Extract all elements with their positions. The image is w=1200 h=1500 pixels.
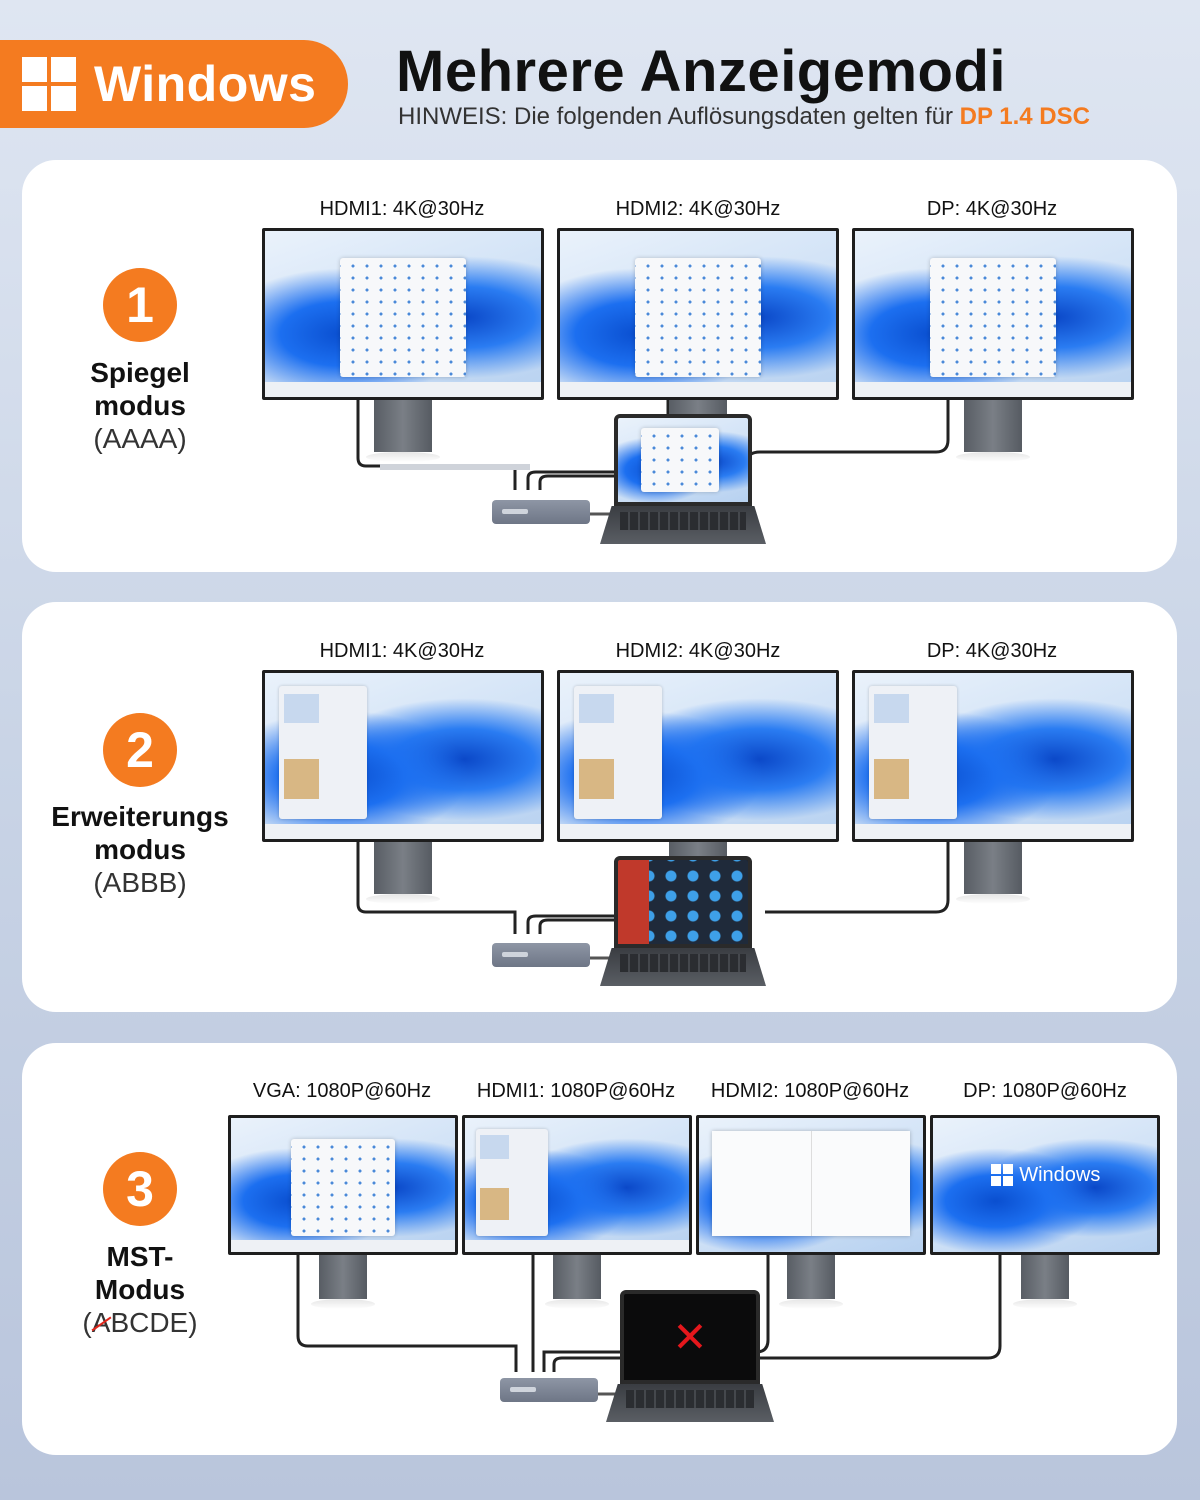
monitor-dp [852, 228, 1134, 462]
windows-logo-icon [991, 1164, 1014, 1187]
wallpaper-brand-text: Windows [1019, 1163, 1101, 1186]
mode-code: (ABBB) [93, 867, 187, 898]
mode-name-line2: modus [94, 834, 186, 865]
mirror-mode-label: Spiegel modus (AAAA) [20, 356, 260, 455]
monitor-hdmi2 [557, 670, 839, 900]
docking-hub [492, 500, 590, 524]
code-struck: A [91, 1307, 111, 1338]
mode-name-line2: modus [94, 390, 186, 421]
monitor-hdmi2 [696, 1115, 926, 1309]
mode-name-line1: Erweiterungs [51, 801, 229, 832]
port-label: DP: 4K@30Hz [926, 640, 1058, 662]
mode-name-line1: MST- [106, 1241, 174, 1272]
docking-hub [492, 943, 590, 967]
port-label: HDMI1: 4K@30Hz [319, 640, 485, 662]
monitor-hdmi1 [262, 228, 544, 462]
badge-text: Windows [94, 56, 317, 112]
monitor-hdmi1 [262, 670, 544, 904]
laptop-screen-off: ✕ [606, 1290, 774, 1422]
port-label: DP: 4K@30Hz [926, 198, 1058, 220]
section-number-3: 3 [103, 1152, 177, 1226]
docking-hub [500, 1378, 598, 1402]
section-number-1: 1 [103, 268, 177, 342]
mode-code: (ABCDE) [20, 1306, 260, 1339]
mode-name-line1: Spiegel [90, 357, 190, 388]
port-label: HDMI2: 1080P@60Hz [710, 1080, 910, 1102]
windows-badge: Windows [0, 40, 348, 128]
laptop [600, 414, 766, 544]
windows-logo-icon [22, 57, 76, 111]
port-label: HDMI2: 4K@30Hz [615, 198, 781, 220]
note-text: HINWEIS: Die folgenden Auflösungsdaten g… [398, 103, 960, 130]
port-label: HDMI1: 1080P@60Hz [476, 1080, 676, 1102]
resolution-note: HINWEIS: Die folgenden Auflösungsdaten g… [398, 103, 1090, 131]
disabled-x-icon: ✕ [672, 1313, 708, 1361]
monitor-hdmi1 [462, 1115, 692, 1309]
mst-mode-label: MST- Modus (ABCDE) [20, 1240, 260, 1339]
note-highlight: DP 1.4 DSC [959, 103, 1090, 130]
monitor-dp: Windows [930, 1115, 1160, 1309]
monitor-vga [228, 1115, 458, 1309]
code-open: ( [82, 1307, 92, 1338]
monitor-dp [852, 670, 1134, 904]
monitor-hdmi2 [557, 228, 839, 458]
port-label: HDMI1: 4K@30Hz [319, 198, 485, 220]
port-label: VGA: 1080P@60Hz [252, 1080, 432, 1102]
port-label: HDMI2: 4K@30Hz [615, 640, 781, 662]
code-rest: BCDE) [110, 1307, 198, 1338]
section-number-2: 2 [103, 713, 177, 787]
port-label: DP: 1080P@60Hz [963, 1080, 1127, 1102]
page-title: Mehrere Anzeigemodi [396, 39, 1007, 104]
mode-code: (AAAA) [93, 423, 187, 454]
laptop [600, 856, 766, 986]
extend-mode-label: Erweiterungs modus (ABBB) [20, 800, 260, 899]
mode-name-line2: Modus [94, 1274, 186, 1305]
windows-wallpaper-brand: Windows [991, 1164, 1100, 1187]
